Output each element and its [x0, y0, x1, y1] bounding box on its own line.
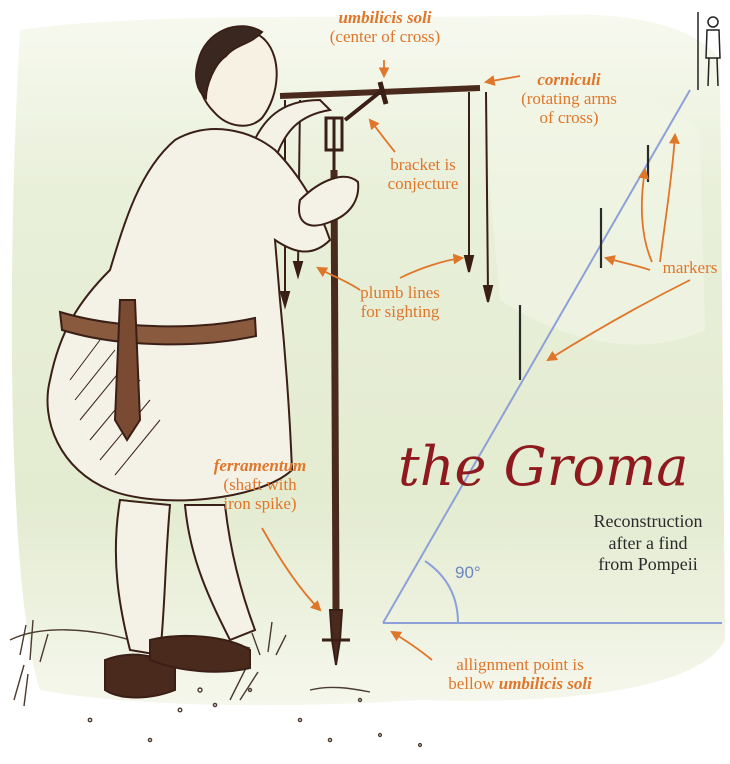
label-corniculi: corniculi (rotating arms of cross)	[500, 70, 638, 127]
label-alignment-point: allignment point is bellow umbilicis sol…	[430, 655, 610, 693]
label-ferramentum-term: ferramentum	[200, 456, 320, 475]
label-corniculi-note1: (rotating arms	[500, 89, 638, 108]
label-markers-text: markers	[652, 258, 728, 277]
label-alignment-line2: bellow umbilicis soli	[430, 674, 610, 693]
subtitle-line1: Reconstruction	[568, 511, 728, 533]
label-corniculi-note2: of cross)	[500, 108, 638, 127]
subtitle-line2: after a find	[568, 533, 728, 555]
subtitle-line3: from Pompeii	[568, 554, 728, 576]
label-ferramentum: ferramentum (shaft with iron spike)	[200, 456, 320, 513]
label-ferramentum-line1: (shaft with	[200, 475, 320, 494]
label-umbilicis-soli: umbilicis soli (center of cross)	[320, 8, 450, 46]
label-alignment-prefix: bellow	[448, 674, 499, 693]
label-bracket: bracket is conjecture	[368, 155, 478, 193]
diagram-subtitle: Reconstruction after a find from Pompeii	[568, 511, 728, 576]
label-markers: markers	[652, 258, 728, 277]
label-alignment-line1: allignment point is	[430, 655, 610, 674]
label-bracket-line2: conjecture	[368, 174, 478, 193]
label-umbilicis-note: (center of cross)	[320, 27, 450, 46]
label-plumb-line2: for sighting	[340, 302, 460, 321]
diagram-title: the Groma	[398, 435, 688, 498]
label-umbilicis-term: umbilicis soli	[320, 8, 450, 27]
label-corniculi-term: corniculi	[500, 70, 638, 89]
label-bracket-line1: bracket is	[368, 155, 478, 174]
label-ferramentum-line2: iron spike)	[200, 494, 320, 513]
label-alignment-term: umbilicis soli	[499, 674, 592, 693]
right-angle-label: 90°	[455, 563, 481, 583]
label-plumb-line1: plumb lines	[340, 283, 460, 302]
label-plumb-lines: plumb lines for sighting	[340, 283, 460, 321]
